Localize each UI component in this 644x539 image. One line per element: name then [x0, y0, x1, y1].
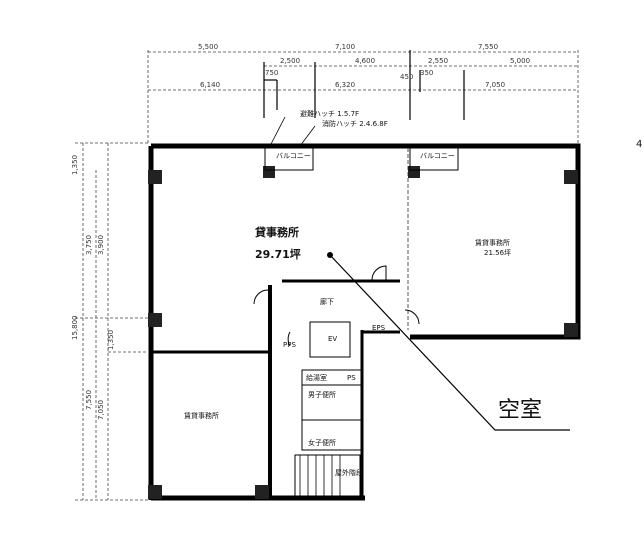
- walls: [148, 143, 581, 501]
- room-lower-office: 賃貸事務所: [184, 412, 219, 420]
- north-mark: 4: [636, 139, 643, 150]
- room-main-office: 貸事務所: [255, 226, 299, 239]
- dim-left-3: 3,900: [97, 234, 105, 255]
- room-mens: 男子便所: [308, 391, 336, 399]
- note-leader-2: [299, 125, 316, 147]
- dim-row3-4: 450: [400, 73, 414, 81]
- room-balcony-left: バルコニー: [276, 152, 311, 160]
- callout-leader-line: [329, 254, 570, 431]
- dim-row2-2: 4,600: [355, 57, 376, 65]
- dim-top-2: 7,100: [335, 43, 356, 51]
- dimension-ticks: [263, 50, 465, 120]
- dim-row3-1: 750: [265, 69, 279, 77]
- dim-left-2: 3,750: [85, 234, 93, 255]
- dim-row3-6: 7,050: [485, 81, 506, 89]
- callout-dot: [327, 252, 333, 258]
- fixtures: [253, 145, 459, 499]
- dim-left-6: 7,550: [85, 389, 93, 410]
- vacancy-callout: 空室: [498, 398, 543, 423]
- dim-top-1: 5,500: [198, 43, 219, 51]
- dim-row2-1: 2,500: [280, 57, 301, 65]
- room-corridor: 廊下: [320, 298, 334, 306]
- dim-left-1: 1,350: [71, 154, 79, 175]
- dim-left-5: 1,350: [107, 329, 115, 350]
- note-leader-1: [269, 116, 286, 147]
- dim-row2-4: 5,000: [510, 57, 531, 65]
- dim-top-3: 7,550: [478, 43, 499, 51]
- dim-row3-2: 6,140: [200, 81, 221, 89]
- note-escape-hatch: 避難ハッチ 1.5.7F: [300, 110, 360, 118]
- room-kitchen: 給湯室: [306, 374, 327, 382]
- dim-row2-3: 2,550: [428, 57, 449, 65]
- room-ps: PS: [347, 374, 356, 382]
- room-right-office-area: 21.56坪: [484, 249, 512, 257]
- dim-row3-3: 6,320: [335, 81, 356, 89]
- dim-left-4: 15,800: [71, 315, 79, 341]
- dim-row3-5: 350: [420, 69, 434, 77]
- room-stairs: 屋外階段: [335, 469, 363, 477]
- note-fire-hatch: 消防ハッチ 2.4.6.8F: [322, 120, 388, 128]
- columns: [148, 166, 578, 499]
- room-eps: EPS: [372, 324, 386, 332]
- dimension-lines: [75, 50, 579, 501]
- room-balcony-right: バルコニー: [420, 152, 455, 160]
- room-womens: 女子便所: [308, 439, 336, 447]
- dim-left-7: 7,050: [97, 399, 105, 420]
- room-main-office-area: 29.71坪: [255, 248, 301, 261]
- room-ev: EV: [328, 335, 338, 343]
- room-right-office: 賃貸事務所: [475, 239, 510, 247]
- room-pps: PPS: [283, 341, 296, 349]
